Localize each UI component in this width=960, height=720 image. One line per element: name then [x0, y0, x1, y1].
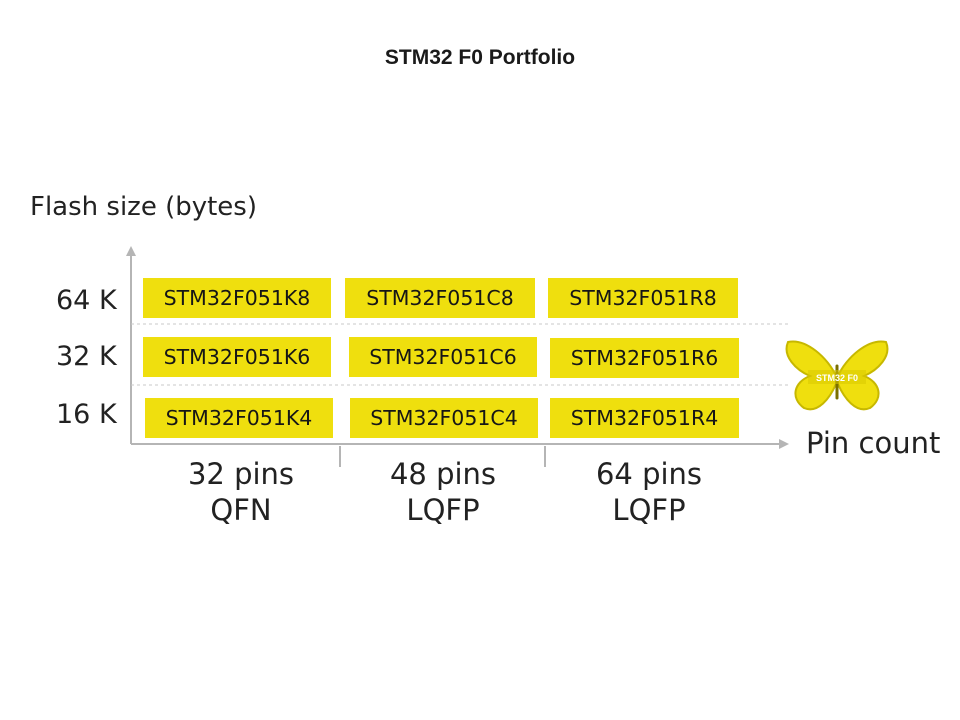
column-package: QFN [210, 493, 272, 527]
butterfly-logo-icon: STM32 F0 [785, 340, 889, 411]
chip-stm32f051k4: STM32F051K4 [145, 398, 333, 438]
column-label-32pins: 32 pins QFN [141, 456, 341, 528]
x-axis-arrow [779, 439, 789, 449]
chip-stm32f051r6: STM32F051R6 [550, 338, 739, 378]
column-pins: 48 pins [389, 457, 497, 491]
chip-stm32f051r8: STM32F051R8 [548, 278, 738, 318]
column-package: LQFP [406, 493, 480, 527]
row-label-64k: 64 K [56, 285, 117, 316]
logo-text: STM32 F0 [816, 373, 858, 383]
chip-stm32f051c8: STM32F051C8 [345, 278, 535, 318]
y-axis-arrow [126, 246, 136, 256]
x-axis-title: Pin count [806, 426, 941, 460]
chip-stm32f051c6: STM32F051C6 [349, 337, 537, 377]
row-label-32k: 32 K [56, 341, 117, 372]
column-pins: 32 pins [187, 457, 295, 491]
column-label-64pins: 64 pins LQFP [549, 456, 749, 528]
y-axis-title: Flash size (bytes) [30, 192, 257, 222]
chip-stm32f051k6: STM32F051K6 [143, 337, 331, 377]
column-pins: 64 pins [595, 457, 703, 491]
chip-stm32f051k8: STM32F051K8 [143, 278, 331, 318]
chip-stm32f051c4: STM32F051C4 [350, 398, 538, 438]
chip-stm32f051r4: STM32F051R4 [550, 398, 739, 438]
column-label-48pins: 48 pins LQFP [343, 456, 543, 528]
column-package: LQFP [612, 493, 686, 527]
row-label-16k: 16 K [56, 399, 117, 430]
slide-title: STM32 F0 Portfolio [384, 46, 576, 69]
